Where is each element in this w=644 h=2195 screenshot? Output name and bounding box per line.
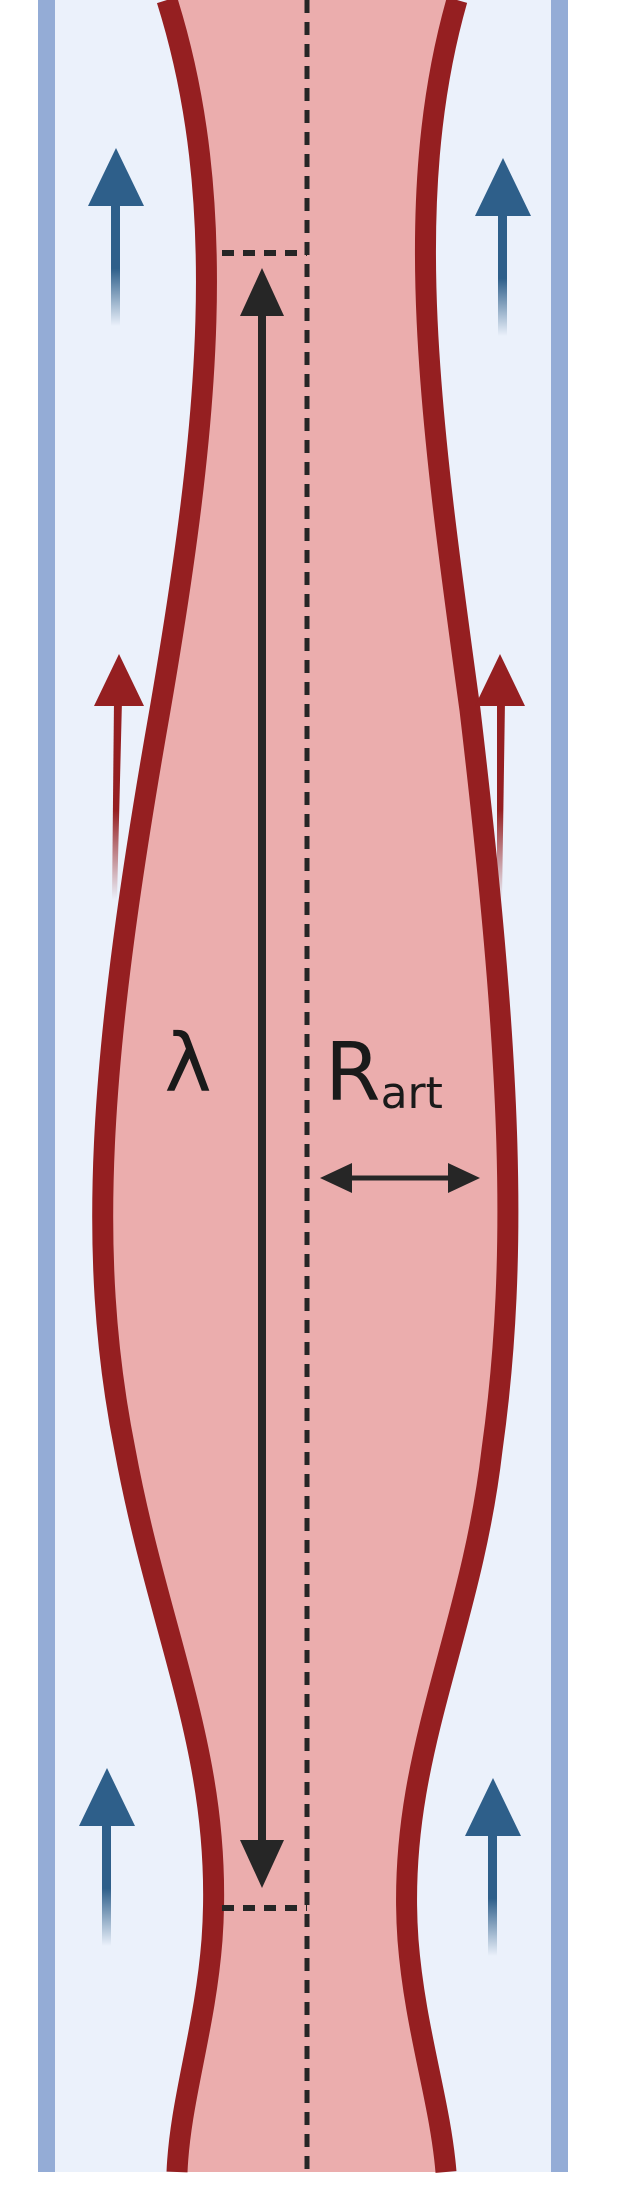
radius-label-subscript: art <box>381 1068 443 1119</box>
wavelength-arrow-icon <box>240 268 284 1888</box>
channel-wall-left <box>38 0 55 2172</box>
flow-arrow-top-left-icon <box>88 148 144 326</box>
wall-motion-arrow-left-icon <box>94 654 144 900</box>
flow-arrow-bottom-left-icon <box>79 1768 135 1946</box>
wall-motion-arrow-right-icon <box>475 654 525 900</box>
artery-wall-right <box>396 0 519 2173</box>
radius-label: Rart <box>325 1026 443 1119</box>
channel-wall-right <box>551 0 568 2172</box>
artery-wall-left <box>92 0 225 2173</box>
radius-arrow-icon <box>320 1163 480 1193</box>
flow-arrow-top-right-icon <box>475 158 531 336</box>
flow-arrow-bottom-right-icon <box>465 1778 521 1956</box>
wavelength-label: λ <box>164 1017 211 1110</box>
radius-label-main: R <box>325 1026 381 1119</box>
